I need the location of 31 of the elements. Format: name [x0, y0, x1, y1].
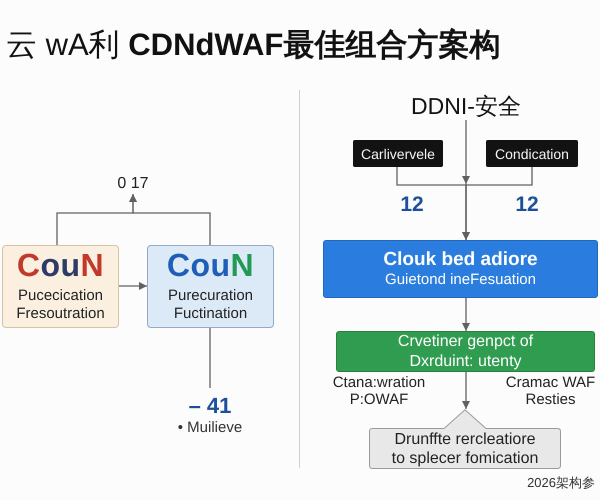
section-heading: DDNI-安全 — [396, 92, 536, 120]
title: 云 wA利 CDNdWAF最佳组合方案构 — [6, 26, 500, 64]
label-tag: Carlivervele — [353, 140, 443, 167]
card-heading: CouN — [16, 248, 104, 283]
arrow — [119, 282, 147, 290]
number-label: 12 — [514, 193, 540, 217]
banner-title: Crvetiner genpct of Dxrduint: utenty — [396, 332, 534, 371]
footer-text: 2026架构参 — [526, 474, 595, 492]
value-label: 0 17 — [103, 174, 163, 194]
card-heading: CouN — [166, 248, 254, 283]
number-label: 12 — [399, 193, 425, 217]
arrow — [129, 194, 211, 245]
arrow — [462, 167, 533, 240]
connector-line — [209, 328, 211, 388]
banner-subtitle: Guietond ineFesuation — [385, 271, 536, 290]
card-text: Purecuration Fuctination — [166, 286, 254, 324]
note-text: Cramac WAF Resties — [504, 375, 596, 409]
banner-title: Clouk bed adiore — [383, 248, 538, 272]
arrow — [462, 298, 470, 331]
label-tag: Condication — [486, 140, 578, 167]
callout-box — [369, 409, 561, 469]
note-text: Ctana:wration P:OWAF — [332, 375, 426, 409]
process-banner — [323, 240, 598, 298]
callout-text: Drunffte rercleatiore to splecer fomication — [390, 430, 540, 468]
bullet-text: • Muilieve — [178, 418, 242, 438]
card-text: Pucecication Fresoutration — [15, 286, 106, 324]
process-card — [147, 245, 274, 328]
process-banner — [336, 331, 595, 372]
process-card — [2, 245, 119, 328]
arrow — [462, 372, 470, 409]
metric-value: – 41 — [188, 392, 232, 418]
